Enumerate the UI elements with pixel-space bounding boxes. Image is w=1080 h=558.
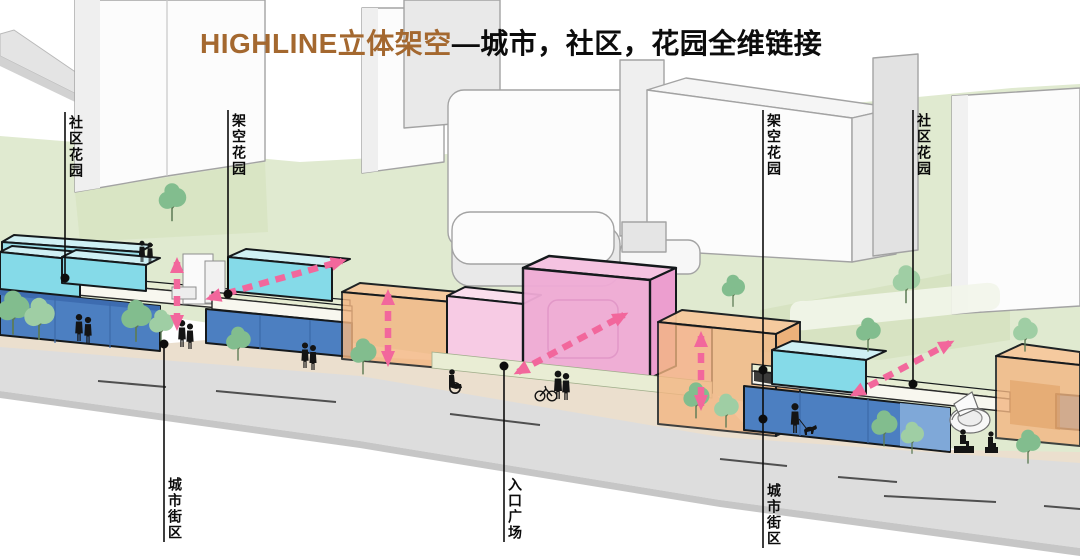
- label-community-garden-left: 社区花园: [68, 115, 84, 179]
- label-city-block-right: 城市街区: [766, 483, 782, 547]
- label-city-block-left: 城市街区: [167, 477, 183, 541]
- label-elevated-garden-left: 架空花园: [231, 113, 247, 177]
- background-towers: [74, 0, 1080, 315]
- cyclist-pair: [534, 385, 558, 402]
- dog-walker: [790, 403, 817, 435]
- label-entrance-plaza: 入口广场: [507, 477, 523, 541]
- diagonal-link-arrow-1: [205, 257, 347, 302]
- tower-far-right: [951, 87, 1080, 315]
- lane-markings: [97, 380, 1080, 510]
- tower-gray-right: [872, 53, 919, 257]
- people: [75, 240, 998, 453]
- lawn-walkway: [790, 282, 1000, 331]
- wheelchair-person: [448, 369, 462, 394]
- tall-pink-box: [521, 254, 678, 380]
- diagonal-link-arrow-3: [849, 340, 955, 397]
- callout-lines: [60, 110, 918, 548]
- orange-box-3: [995, 343, 1080, 447]
- circulation-arrows: [170, 257, 955, 411]
- road-curb: [0, 391, 1080, 556]
- label-community-garden-right: 社区花园: [916, 113, 932, 177]
- blue-podium-right: [743, 385, 951, 453]
- cyan-glass-boxes: [0, 234, 161, 298]
- spiral-ramp: [949, 391, 991, 434]
- label-elevated-garden-right: 架空花园: [766, 113, 782, 177]
- cafe-sitters: [954, 429, 998, 453]
- tower-left: [74, 0, 266, 193]
- title-highlight: HIGHLINE立体架空: [200, 28, 452, 59]
- road: [0, 347, 1080, 556]
- title-rest: —城市，社区，花园全维链接: [451, 28, 823, 59]
- page-title: HIGHLINE立体架空—城市，社区，花园全维链接: [200, 22, 822, 62]
- diagonal-link-arrow-2: [513, 312, 629, 375]
